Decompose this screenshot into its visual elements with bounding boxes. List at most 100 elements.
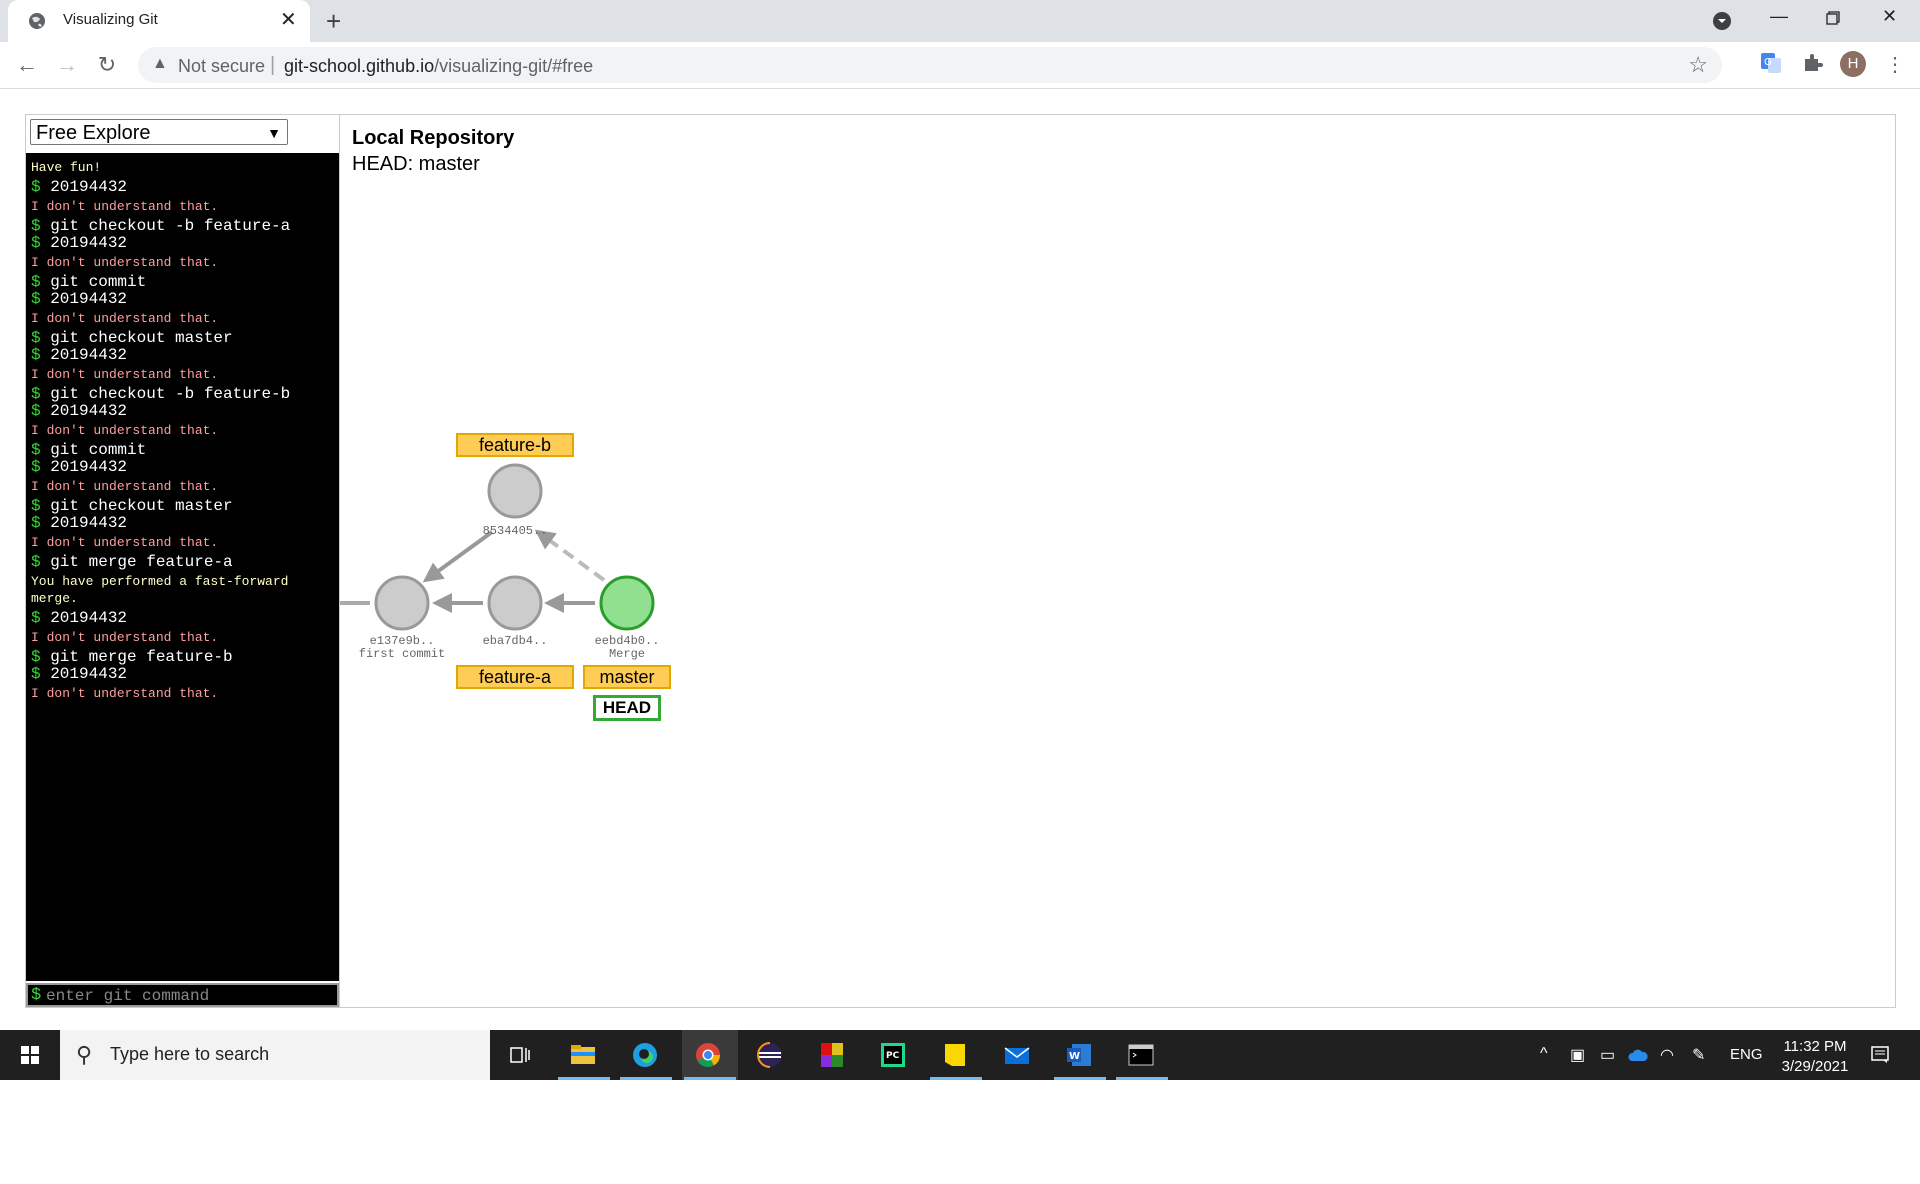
forward-icon[interactable]: → (56, 52, 78, 77)
security-label[interactable]: Not secure (178, 56, 266, 76)
console-line: $ 20194432 (31, 610, 334, 627)
language-indicator[interactable]: ENG (1730, 1046, 1763, 1063)
eclipse-icon[interactable] (755, 1040, 785, 1070)
prompt-dollar: $ (31, 217, 51, 235)
console-line: $ git merge feature-b (31, 649, 334, 666)
console-line: $ 20194432 (31, 459, 334, 476)
console-line: I don't understand that. (31, 630, 219, 645)
repo-title: Local Repository (352, 127, 515, 149)
meet-now-icon[interactable]: ▣ (1570, 1047, 1586, 1064)
menu-dots-icon[interactable]: ⋮ (1885, 54, 1905, 76)
winrar-icon[interactable] (817, 1040, 847, 1070)
console-line: $ git checkout master (31, 330, 334, 347)
onedrive-icon[interactable] (1628, 1048, 1648, 1062)
branch-label-feature-a[interactable]: feature-a (456, 665, 574, 689)
console-line: I don't understand that. (31, 686, 219, 701)
commit-message-c4: Merge (608, 647, 645, 661)
prompt-dollar: $ (31, 385, 51, 403)
commit-c2[interactable] (487, 575, 543, 631)
reload-icon[interactable]: ↻ (97, 52, 117, 77)
prompt-dollar: $ (31, 402, 51, 420)
console-line: I don't understand that. (31, 535, 219, 550)
mode-select-value: Free Explore (36, 122, 151, 144)
clock-time: 11:32 PM (1783, 1038, 1847, 1055)
address-bar[interactable]: ▲ Not secure | git-school.github.io/visu… (138, 47, 1722, 83)
pen-icon[interactable]: ✎ (1692, 1047, 1706, 1064)
sticky-notes-icon[interactable] (940, 1040, 970, 1070)
console-command-text: git merge feature-a (50, 553, 233, 571)
terminal-icon[interactable] (1126, 1040, 1156, 1070)
new-tab-button[interactable]: + (326, 6, 342, 36)
console-command-text: git checkout -b feature-b (50, 385, 291, 403)
taskbar-search[interactable]: ⚲ Type here to search (60, 1030, 490, 1080)
bookmark-star-icon[interactable]: ☆ (1688, 52, 1708, 77)
wifi-icon[interactable]: ◠ (1660, 1047, 1674, 1064)
console-line: I don't understand that. (31, 255, 219, 270)
word-icon[interactable]: W (1064, 1040, 1094, 1070)
chevron-up-icon[interactable]: ^ (1540, 1045, 1548, 1062)
console-line: $ 20194432 (31, 179, 334, 196)
close-window-icon[interactable]: ✕ (1882, 6, 1898, 26)
head-status: HEAD: master (352, 153, 480, 175)
visualizing-git-app: Free Explore ▼ Have fun! $ 20194432 I don'… (25, 114, 1896, 1008)
minimize-icon[interactable]: — (1770, 6, 1788, 26)
commit-c1[interactable] (374, 575, 430, 631)
branch-label-feature-b[interactable]: feature-b (456, 433, 574, 457)
console-line: $ git commit (31, 274, 334, 291)
console-command-text: git checkout master (50, 329, 233, 347)
console-line: $ git checkout -b feature-b (31, 386, 334, 403)
console-command-text: git checkout master (50, 497, 233, 515)
commit-c3[interactable] (487, 463, 543, 519)
profile-avatar[interactable]: H (1840, 51, 1866, 77)
restore-icon[interactable] (1826, 11, 1840, 25)
extensions-puzzle-icon[interactable] (1802, 52, 1824, 74)
console-line: $ git merge feature-a (31, 554, 334, 571)
console-line: Have fun! (31, 160, 102, 175)
task-view-icon[interactable] (505, 1040, 535, 1070)
console-command-text: 20194432 (50, 178, 128, 196)
google-translate-icon[interactable]: G (1760, 52, 1782, 74)
chrome-icon[interactable] (693, 1040, 723, 1070)
input-placeholder: enter git command (46, 987, 210, 1005)
warning-icon[interactable]: ▲ (152, 55, 168, 72)
windows-start-icon[interactable] (0, 1030, 60, 1080)
git-command-input[interactable]: $ enter git command (26, 983, 339, 1007)
prompt-dollar: $ (31, 986, 42, 1005)
console-line: I don't understand that. (31, 479, 219, 494)
prompt-dollar: $ (31, 497, 51, 515)
prompt-dollar: $ (31, 665, 51, 683)
console-line: $ git checkout master (31, 498, 334, 515)
chevron-down-icon: ▼ (267, 125, 281, 141)
branch-label-master[interactable]: master (583, 665, 671, 689)
mode-select[interactable]: Free Explore ▼ (30, 119, 288, 145)
url-path: /visualizing-git/#free (434, 56, 594, 76)
battery-icon[interactable]: ▭ (1600, 1047, 1616, 1064)
file-explorer-active-indicator (558, 1077, 610, 1080)
tab-visualizing-git[interactable]: Visualizing Git ✕ (8, 0, 310, 42)
prompt-dollar: $ (31, 290, 51, 308)
console-line: $ git commit (31, 442, 334, 459)
prompt-dollar: $ (31, 178, 51, 196)
terminal-active-indicator (1116, 1077, 1168, 1080)
prompt-dollar: $ (31, 458, 51, 476)
commit-c4[interactable] (599, 575, 655, 631)
commit-graph-svg (340, 463, 655, 631)
url-text[interactable]: git-school.github.io/visualizing-git/#fr… (284, 56, 593, 77)
console-command-text: 20194432 (50, 514, 128, 532)
prompt-dollar: $ (31, 514, 51, 532)
tab-search-icon[interactable] (1712, 11, 1732, 31)
prompt-dollar: $ (31, 553, 51, 571)
prompt-dollar: $ (31, 346, 51, 364)
edge-browser-icon[interactable] (630, 1040, 660, 1070)
notifications-icon[interactable] (1870, 1045, 1890, 1065)
head-pointer-label: HEAD (593, 695, 661, 721)
console-command-text: 20194432 (50, 665, 128, 683)
console-command-text: git merge feature-b (50, 648, 233, 666)
close-tab-icon[interactable]: ✕ (280, 9, 297, 31)
taskbar-clock[interactable]: 11:32 PM 3/29/2021 (1770, 1037, 1860, 1077)
mail-icon[interactable] (1002, 1040, 1032, 1070)
pycharm-icon[interactable]: PC (878, 1040, 908, 1070)
commit-hash-c4: eebd4b0.. (594, 634, 660, 648)
back-icon[interactable]: ← (16, 52, 38, 77)
file-explorer-icon[interactable] (568, 1040, 598, 1070)
